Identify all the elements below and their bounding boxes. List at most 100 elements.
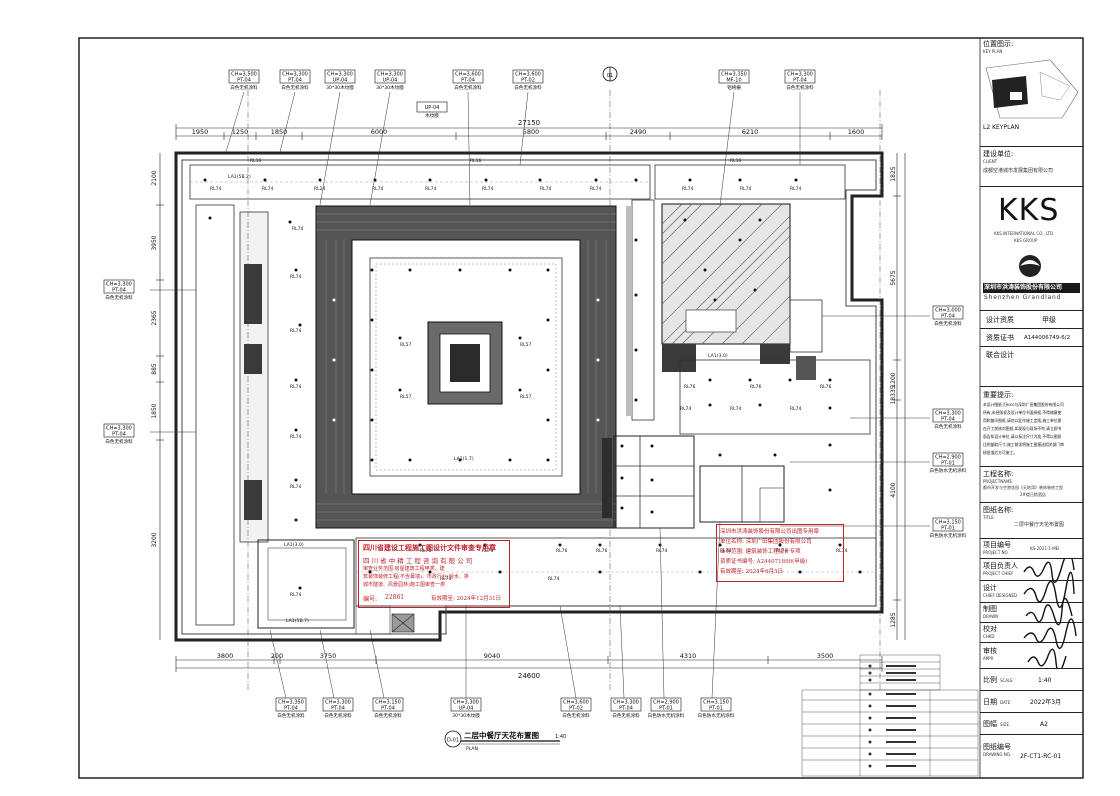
keyplan-sub: KEY PLAN xyxy=(983,49,1003,54)
tag-material: PT-04 xyxy=(237,78,251,84)
notes-line: 比例量取尺寸,施工前须将施工图报送相关部门审 xyxy=(983,442,1064,447)
dim-top: 2490 xyxy=(630,128,647,136)
svg-text:RL76: RL76 xyxy=(420,548,431,554)
svg-text:RL57: RL57 xyxy=(520,394,531,400)
notes-body: 本设计图纸,归KKS与深圳广田集团股份有限公司所有,未经版权及设计单位书面授权,… xyxy=(983,401,1081,457)
tag-description: 白色无机涂料 xyxy=(454,84,482,91)
tag-material: PT-01 xyxy=(941,461,955,467)
la-tag: LA1(5B.7) xyxy=(286,618,309,624)
svg-text:RL74: RL74 xyxy=(548,576,559,582)
tag-material: MF-10 xyxy=(726,78,741,84)
dim-right: 5675 xyxy=(890,270,897,285)
material-tag xyxy=(324,69,356,84)
pub-stamp-valid: 有效期至: 2024年6月5日 xyxy=(720,569,784,575)
scale-row: 比例 SCALE 1:40 xyxy=(980,668,1083,690)
tag-code: CH=3,150 xyxy=(935,520,961,526)
drawno-value: 2F-CT1-RC-01 xyxy=(1020,753,1062,760)
svg-text:RL74: RL74 xyxy=(590,186,601,192)
dim-right: 18335 xyxy=(890,385,897,404)
svg-text:RL74: RL74 xyxy=(720,548,731,554)
chief-sub: PROJECT CHIEF xyxy=(983,571,1014,576)
project-sub: PROJECTNAME xyxy=(983,479,1012,484)
tag-description: 白色无机涂料 xyxy=(324,712,352,719)
tag-material: PT-04 xyxy=(288,78,302,84)
svg-text:RL74: RL74 xyxy=(262,186,273,192)
design-sub: CHIEF DESIGNED xyxy=(983,593,1018,598)
svg-text:RL76: RL76 xyxy=(820,384,831,390)
tag-description: 30*30木纹膜 xyxy=(376,84,404,91)
notes-line: 用和复印图纸,请勿以此作施工定版,施工单位需 xyxy=(983,418,1062,423)
svg-text:RL74: RL74 xyxy=(482,186,493,192)
tag-material: PT-01 xyxy=(709,706,723,712)
tag-code: CH=3,300 xyxy=(935,411,961,417)
dim-right: 4100 xyxy=(890,482,897,497)
dim-top: 1850 xyxy=(271,128,288,136)
qual-label: 设计资质 xyxy=(986,316,1014,324)
svg-text:RL57: RL57 xyxy=(520,342,531,348)
pub-stamp-title: 深圳市洪涛装饰股份有限公司出图专用章 xyxy=(720,529,820,535)
svg-text:RL74: RL74 xyxy=(790,406,801,412)
svg-text:RL74: RL74 xyxy=(440,576,451,582)
material-tag xyxy=(932,452,964,467)
pub-stamp-company: 单位名称: 深圳广田集团股份有限公司 xyxy=(720,539,812,545)
dim-left: 3950 xyxy=(151,235,158,250)
drawing-title-en: PLAN xyxy=(466,746,478,752)
design-row: 设计 CHIEF DESIGNED xyxy=(980,580,1083,602)
project-value-1: 都市开发与空港花园《天地湾》装饰装修工程 xyxy=(983,485,1063,490)
svg-text:RL16: RL16 xyxy=(470,158,481,164)
tag-description: 白色无机涂料 xyxy=(514,84,542,91)
date-row: 日期 DATE 2022年3月 xyxy=(980,690,1083,712)
kks-logo-section: KKS KKS INTERNATIONAL CO., LTD KKS GROUP… xyxy=(980,186,1083,310)
tag-code: CH=3,300 xyxy=(325,700,351,706)
drawn-row: 制图 DRAWN xyxy=(980,602,1083,622)
tag-material: PT-01 xyxy=(941,526,955,532)
pub-stamp-scope: 业务范围: 建筑装饰工程设计专项 xyxy=(720,549,801,555)
svg-text:RL74: RL74 xyxy=(790,186,801,192)
svg-text:RL74: RL74 xyxy=(290,328,301,334)
tag-description: 白色防水无机涂料 xyxy=(648,712,685,719)
material-tag xyxy=(372,697,404,712)
tag-description: 白色无机涂料 xyxy=(277,712,305,719)
scale-sub: SCALE xyxy=(1000,678,1013,683)
tag-code: CH=3,300 xyxy=(106,282,132,288)
review-stamp-title: 四川省建设工程施工图设计文件审查专用章 xyxy=(363,543,496,552)
svg-text:RL74: RL74 xyxy=(680,406,691,412)
tag-description: 木纹膜 xyxy=(425,112,439,119)
material-tag xyxy=(932,408,964,423)
title-sub: TITLE xyxy=(983,515,994,520)
review-stamp-no: 22861 xyxy=(385,594,405,601)
svg-text:RL74: RL74 xyxy=(290,484,301,490)
no-label: 项目编号 xyxy=(983,541,1011,549)
key-plan-diagram xyxy=(985,59,1079,119)
check-sub: CHKD xyxy=(983,634,995,639)
tag-code: CH=3,350 xyxy=(721,72,747,78)
material-tag xyxy=(103,279,135,294)
dim-right: 1825 xyxy=(890,166,897,181)
review-stamp-company: 四 川 省 中 精 工 程 咨 询 有 限 公 司 xyxy=(363,557,473,565)
north-marker-label: 01 xyxy=(607,73,613,79)
material-tag xyxy=(560,697,592,712)
tag-material: PT-01 xyxy=(659,706,673,712)
client-label: 建设单位: xyxy=(983,150,1014,158)
tag-code: CH=3,300 xyxy=(106,426,132,432)
chief-row: 项目负责人 PROJECT CHIEF xyxy=(980,558,1083,580)
size-row: 图幅 SIZE A2 xyxy=(980,712,1083,734)
tag-description: 白色防水无机涂料 xyxy=(698,712,735,719)
svg-text:RL74: RL74 xyxy=(540,186,551,192)
notes-line: 面告知设计单位,请以标注尺寸为准,不得以图纸 xyxy=(983,434,1062,439)
la-tag: LA1(3.0) xyxy=(708,353,728,359)
svg-text:RL16: RL16 xyxy=(250,158,261,164)
dim-bottom-total: 24600 xyxy=(518,672,540,680)
tag-material: PT-02 xyxy=(569,706,583,712)
grandland-logo xyxy=(983,255,1080,293)
drawno-label: 图纸编号 xyxy=(983,743,1011,751)
tag-code: CH=3,300 xyxy=(613,700,639,706)
legend-table xyxy=(801,654,979,777)
sheet-frame xyxy=(78,37,1084,779)
svg-text:RL57: RL57 xyxy=(400,342,411,348)
drawing-title-section: 图纸名称: TITLE 二层中餐厅天花布置图 xyxy=(980,502,1083,538)
material-tag xyxy=(718,69,750,84)
material-tag xyxy=(279,69,311,84)
